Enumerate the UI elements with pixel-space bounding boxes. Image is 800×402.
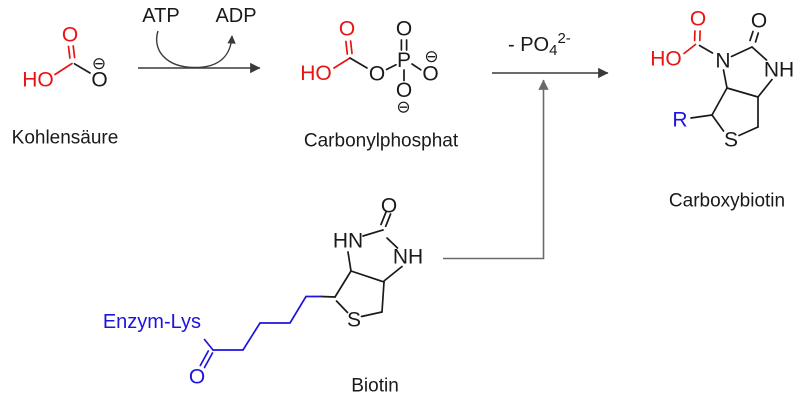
bond-c4-chain xyxy=(320,295,336,298)
bond-c2-o-double-2 xyxy=(384,213,392,228)
label-adp: ADP xyxy=(215,5,256,27)
bond-c-o-bridge xyxy=(349,57,368,69)
label-atp: ATP xyxy=(142,5,179,27)
atom-o-bottom: O xyxy=(396,79,412,102)
bond-c3a-n xyxy=(722,69,728,89)
atom-p: P xyxy=(397,49,411,72)
atom-r-group: R xyxy=(672,109,687,132)
label-enzym-lys: Enzym-Lys xyxy=(103,311,201,333)
atom-o-carbonyl: O xyxy=(339,18,355,41)
arrow-po4-loss: - PO42- xyxy=(492,30,609,79)
bond-c6-c6a xyxy=(381,281,385,313)
bond-c-oh xyxy=(683,43,697,55)
arrow-atp-adp: ATP ADP xyxy=(138,5,261,74)
bond-c3a-hn xyxy=(347,251,352,272)
atom-o-carboxyl: O xyxy=(690,8,706,31)
bond-c3a-c4 xyxy=(711,87,728,116)
bond-c-o-double-1 xyxy=(349,40,353,55)
bond-s-c6 xyxy=(360,311,383,318)
bond-c2-nh xyxy=(751,46,768,61)
arrow-biotin-branch xyxy=(443,79,549,260)
bond-c4-r xyxy=(690,114,713,119)
bond-c-o-double-2 xyxy=(67,45,71,59)
bond-c2-o-double-2 xyxy=(754,32,760,43)
bond-c-lys xyxy=(203,338,214,351)
bond-p-o-right xyxy=(411,63,422,71)
biotin-to-reaction-arrow xyxy=(443,79,549,260)
minus-charge-icon: ⊖ xyxy=(424,47,438,66)
bond-c2-o-double-1 xyxy=(380,211,387,226)
label-carboxybiotin: Carboxybiotin xyxy=(669,191,785,212)
label-carbonylphosphat: Carbonylphosphat xyxy=(304,131,459,152)
atp-adp-curved-arrow xyxy=(156,30,236,69)
minus-charge-icon: ⊖ xyxy=(92,54,106,73)
bond-c2-o-double-1 xyxy=(749,30,754,42)
bond-ho-c xyxy=(333,57,351,69)
bond-nh-c6a xyxy=(757,78,773,98)
molecule-biotin: HN O NH S Enzym-Lys O Biotin xyxy=(103,195,423,397)
molecule-kohlensaeure: HO O O ⊖ Kohlensäure xyxy=(12,24,119,149)
bond-c6a-c3a xyxy=(726,87,759,98)
molecule-carboxybiotin: O HO N O NH R S Carboxybiotin xyxy=(650,8,794,212)
atom-nh: NH xyxy=(393,246,423,269)
atom-o-ureido: O xyxy=(751,10,767,33)
atom-ho: HO xyxy=(300,62,332,85)
bond-c3a-c4 xyxy=(334,270,352,298)
bond-c-n xyxy=(698,44,714,54)
bond-o-p xyxy=(385,63,397,71)
bond-c2-nh xyxy=(386,237,399,249)
atom-nh: NH xyxy=(764,59,794,82)
bond-amide-c-o-double-2 xyxy=(199,350,210,367)
valeryl-chain xyxy=(212,295,322,351)
molecule-carbonylphosphat: HO O O P O O ⊖ O ⊖ Carbonylphosphat xyxy=(300,18,459,152)
label-kohlensaeure: Kohlensäure xyxy=(12,128,119,149)
atom-s: S xyxy=(724,129,738,152)
bond-amide-c-o-double-1 xyxy=(203,352,214,369)
bond-c-oh xyxy=(54,62,73,76)
bond-c-o-double-2 xyxy=(345,40,349,55)
bond-c4-s xyxy=(335,300,349,314)
atom-s: S xyxy=(347,309,361,332)
atom-o-anion: O xyxy=(91,69,107,92)
atom-ho: HO xyxy=(650,48,682,71)
atom-o-p-top: O xyxy=(396,18,412,41)
atom-n: N xyxy=(715,50,730,73)
bond-c4-s xyxy=(711,114,725,132)
atom-o-carbonyl: O xyxy=(62,24,78,47)
label-biotin: Biotin xyxy=(351,376,399,397)
bond-hn-c2 xyxy=(362,229,384,237)
bond-c6a-c3a xyxy=(350,270,385,283)
atom-o-amide: O xyxy=(189,366,205,389)
label-minus-po4: - PO42- xyxy=(508,30,571,59)
atom-o-ureido: O xyxy=(381,195,397,218)
minus-charge-icon: ⊖ xyxy=(396,98,410,117)
atom-o-right: O xyxy=(422,63,438,86)
bond-c-o-double-1 xyxy=(72,45,76,59)
bond-c-o-minus xyxy=(73,62,91,74)
atom-o-bridge: O xyxy=(369,63,385,86)
atom-ho: HO xyxy=(22,69,54,92)
atom-hn: HN xyxy=(333,230,363,253)
bond-s-c6 xyxy=(738,126,759,137)
bond-n-c2 xyxy=(730,46,753,58)
bond-nh-c6a xyxy=(383,265,403,282)
